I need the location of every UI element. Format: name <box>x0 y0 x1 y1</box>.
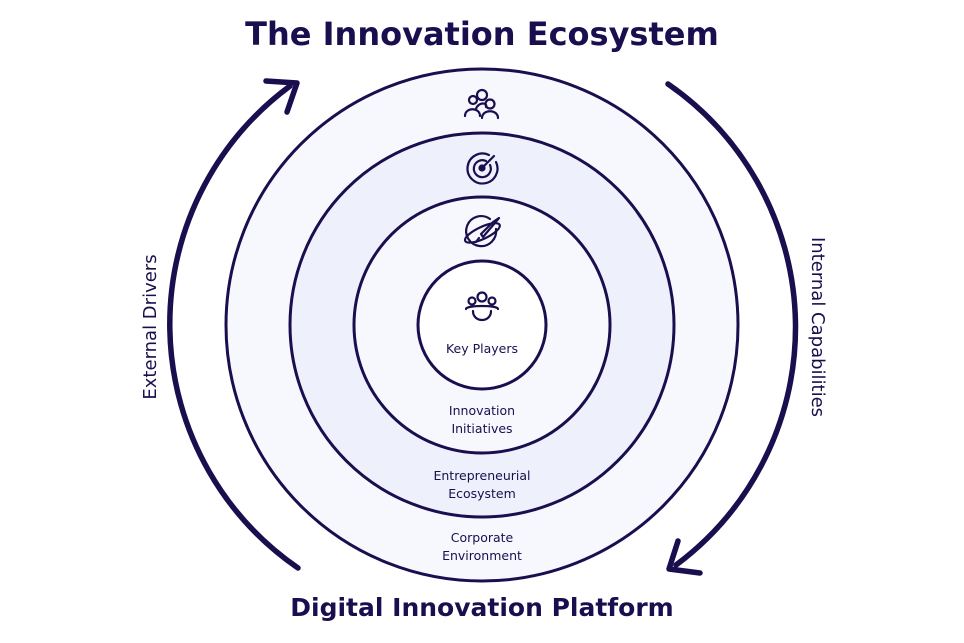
internal-capabilities-label: Internal Capabilities <box>807 237 828 417</box>
rocket-planet-icon <box>463 215 501 248</box>
external-drivers-arrow <box>167 78 301 571</box>
diagram-title: The Innovation Ecosystem <box>245 15 719 53</box>
target-radar-icon <box>466 152 499 185</box>
corporate-environment-label-line2: Environment <box>442 548 522 563</box>
corporate-environment-label-line1: Corporate <box>451 530 514 545</box>
entrepreneurial-ecosystem-label-line1: Entrepreneurial <box>433 468 530 483</box>
innovation-initiatives-label-line2: Initiatives <box>451 421 512 436</box>
people-group-icon <box>463 88 500 120</box>
ring-core-key-players <box>416 259 548 391</box>
digital-innovation-platform-label: Digital Innovation Platform <box>290 593 673 622</box>
innovation-initiatives-label-line1: Innovation <box>449 403 515 418</box>
key-players-label: Key Players <box>446 341 518 356</box>
external-drivers-label: External Drivers <box>140 254 161 399</box>
internal-capabilities-arrow <box>665 81 799 576</box>
entrepreneurial-ecosystem-label-line2: Ecosystem <box>448 486 516 501</box>
team-members-icon <box>464 291 500 322</box>
